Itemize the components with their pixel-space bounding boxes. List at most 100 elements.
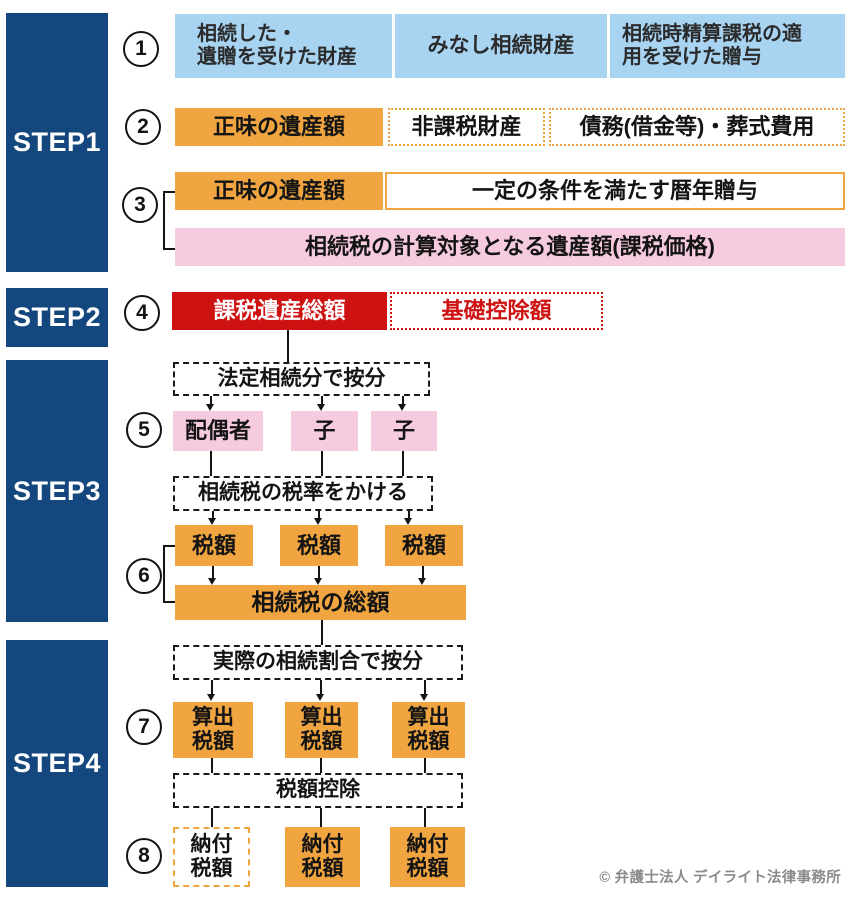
apply-tax-rate-label: 相続税の税率をかける — [198, 481, 408, 505]
calendar-year-gift-label: 一定の条件を満たす暦年贈与 — [471, 178, 758, 204]
payable-tax-3-label: 納付 税額 — [406, 833, 449, 880]
arrow-down — [316, 680, 325, 701]
heir-spouse-label: 配偶者 — [184, 418, 251, 444]
sidebar-step1: STEP1 — [6, 13, 108, 272]
sidebar-step4: STEP4 — [6, 640, 108, 887]
bracket-row3 — [163, 191, 175, 250]
connector-line — [211, 808, 214, 827]
number-8: 8 — [138, 844, 150, 867]
tax-amount-3-label: 税額 — [401, 532, 446, 558]
box-debts-funeral: 債務(借金等)・葬式費用 — [549, 108, 845, 146]
box-total-inheritance-tax: 相続税の総額 — [175, 585, 466, 620]
payable-tax-2-label: 納付 税額 — [301, 833, 344, 880]
net-estate-label-2: 正味の遺産額 — [212, 178, 345, 204]
box-heir-spouse: 配偶者 — [173, 411, 263, 451]
box-payable-tax-2: 納付 税額 — [285, 827, 360, 887]
box-calculated-tax-2: 算出 税額 — [285, 702, 358, 758]
box-calculated-tax-3: 算出 税額 — [392, 702, 465, 758]
calculated-tax-3-label: 算出 税額 — [407, 706, 450, 753]
box-inherited-assets: 相続した・ 遺贈を受けた財産 — [175, 14, 392, 78]
settlement-taxation-gift-label: 相続時精算課税の適 用を受けた贈与 — [622, 23, 802, 68]
arrow-down — [207, 680, 216, 701]
box-tax-amount-3: 税額 — [385, 525, 463, 566]
circle-number-5: 5 — [126, 412, 162, 448]
connector-line — [211, 758, 214, 773]
number-2: 2 — [137, 115, 149, 138]
deemed-assets-label: みなし相続財産 — [427, 33, 575, 57]
connector-line — [320, 758, 323, 773]
arrow-down — [208, 511, 217, 525]
circle-number-7: 7 — [126, 709, 162, 745]
circle-number-6: 6 — [126, 558, 162, 594]
step1-label: STEP1 — [12, 127, 102, 157]
tax-credits-label: 税額控除 — [276, 778, 360, 802]
box-tax-amount-2: 税額 — [280, 525, 358, 566]
circle-number-1: 1 — [123, 31, 159, 67]
box-payable-tax-3: 納付 税額 — [390, 827, 465, 887]
taxable-total-label: 相続税の計算対象となる遺産額(課税価格) — [305, 234, 715, 260]
arrow-down — [420, 680, 429, 701]
arrow-down — [206, 396, 215, 411]
arrow-down — [398, 396, 407, 411]
number-7: 7 — [138, 715, 150, 738]
heir-child-2-label: 子 — [392, 418, 415, 444]
circle-number-8: 8 — [126, 838, 162, 874]
box-basic-deduction: 基礎控除額 — [390, 292, 603, 330]
connector-line — [287, 330, 290, 362]
circle-number-3: 3 — [122, 187, 158, 223]
number-1: 1 — [135, 37, 147, 60]
calculated-tax-1-label: 算出 税額 — [192, 706, 234, 753]
box-settlement-taxation-gift: 相続時精算課税の適 用を受けた贈与 — [610, 14, 845, 78]
debts-funeral-label: 債務(借金等)・葬式費用 — [579, 114, 815, 140]
box-actual-division: 実際の相続割合で按分 — [173, 645, 463, 680]
box-taxable-estate-total: 課税遺産総額 — [172, 292, 387, 330]
box-net-estate-2: 正味の遺産額 — [175, 172, 383, 210]
sidebar-step2: STEP2 — [6, 288, 108, 347]
statutory-division-label: 法定相続分で按分 — [217, 366, 386, 390]
arrow-down — [314, 511, 323, 525]
connector-line — [321, 451, 324, 476]
connector-line — [402, 451, 405, 476]
copyright-text: © 弁護士法人 デイライト法律事務所 — [599, 870, 841, 886]
box-payable-tax-1: 納付 税額 — [173, 827, 250, 887]
connector-line — [321, 620, 324, 645]
calculated-tax-2-label: 算出 税額 — [300, 706, 343, 753]
step2-label: STEP2 — [12, 302, 102, 332]
box-net-estate-1: 正味の遺産額 — [175, 108, 383, 146]
box-deemed-assets: みなし相続財産 — [395, 14, 607, 78]
arrow-down — [208, 566, 217, 585]
total-inheritance-tax-label: 相続税の総額 — [251, 589, 390, 616]
connector-line — [424, 808, 427, 827]
box-nontaxable-assets: 非課税財産 — [388, 108, 545, 146]
box-taxable-total: 相続税の計算対象となる遺産額(課税価格) — [175, 228, 845, 266]
box-calendar-year-gift: 一定の条件を満たす暦年贈与 — [385, 172, 845, 210]
number-6: 6 — [138, 564, 150, 587]
arrow-down — [418, 566, 427, 585]
step3-label: STEP3 — [12, 475, 102, 506]
number-4: 4 — [136, 301, 148, 324]
sidebar-step3: STEP3 — [6, 360, 108, 622]
arrow-down — [404, 511, 413, 525]
connector-line — [320, 808, 323, 827]
circle-number-2: 2 — [125, 109, 161, 145]
connector-line — [210, 451, 213, 476]
number-5: 5 — [138, 418, 150, 441]
box-tax-amount-1: 税額 — [175, 525, 253, 566]
box-calculated-tax-1: 算出 税額 — [173, 702, 253, 758]
box-tax-credits: 税額控除 — [173, 773, 463, 808]
connector-line — [424, 758, 427, 773]
number-3: 3 — [134, 193, 146, 216]
actual-division-label: 実際の相続割合で按分 — [213, 650, 423, 674]
payable-tax-1-label: 納付 税額 — [190, 833, 233, 880]
taxable-estate-total-label: 課税遺産総額 — [213, 298, 346, 324]
bracket-row6 — [163, 545, 175, 603]
box-heir-child-1: 子 — [291, 411, 358, 451]
tax-amount-1-label: 税額 — [191, 532, 236, 558]
inherited-assets-label: 相続した・ 遺贈を受けた財産 — [197, 23, 357, 68]
basic-deduction-label: 基礎控除額 — [441, 298, 552, 324]
nontaxable-assets-label: 非課税財産 — [411, 114, 522, 140]
net-estate-label-1: 正味の遺産額 — [212, 114, 345, 140]
arrow-down — [317, 396, 326, 411]
circle-number-4: 4 — [124, 295, 160, 331]
